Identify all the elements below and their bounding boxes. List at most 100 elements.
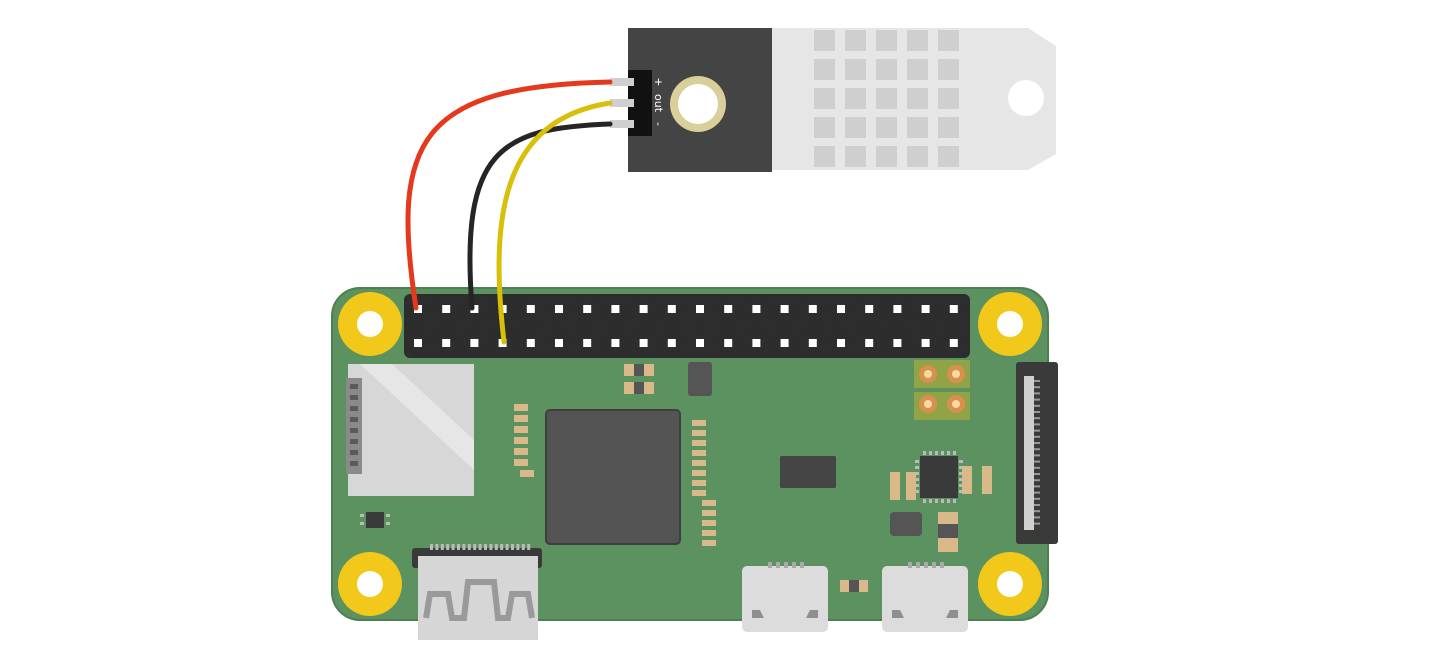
sensor-vent — [814, 146, 835, 167]
sensor-vent — [845, 146, 866, 167]
gpio-pin — [780, 339, 789, 347]
sensor-vent — [814, 59, 835, 80]
gpio-pin — [526, 339, 535, 347]
gpio-pin — [442, 339, 451, 347]
gpio-pin — [583, 305, 592, 313]
gpio-pin — [667, 339, 676, 347]
sensor-vent — [845, 88, 866, 109]
gpio-pin — [667, 305, 676, 313]
micro-sd-slot — [346, 364, 474, 496]
gpio-pin — [837, 305, 845, 313]
sensor-vent — [907, 30, 928, 51]
gpio-pin — [752, 339, 761, 347]
mount-hole-bottom-left — [338, 552, 402, 616]
gpio-pin — [526, 305, 535, 313]
gpio-pin — [893, 339, 902, 347]
capacitor-vertical — [938, 512, 958, 552]
sensor-vent — [814, 88, 835, 109]
sensor-vent — [876, 59, 897, 80]
mount-hole-top-left — [338, 292, 402, 356]
mount-hole-top-right — [978, 292, 1042, 356]
sensor-vent — [814, 117, 835, 138]
main-soc-chip — [545, 409, 681, 545]
pin-label-out: out — [652, 94, 665, 113]
sensor-vent — [845, 117, 866, 138]
sensor-vent — [907, 88, 928, 109]
gpio-pin — [555, 339, 563, 347]
gpio-pin — [724, 305, 733, 313]
pin-label-minus: - — [652, 122, 665, 126]
dht-sensor-module: + out - — [610, 28, 1056, 172]
sensor-vent — [907, 146, 928, 167]
gpio-pin — [555, 305, 563, 313]
gpio-pin — [921, 305, 930, 313]
small-ic-bottom-left — [360, 512, 390, 528]
small-resistors-right — [890, 466, 992, 500]
gpio-pin — [442, 305, 451, 313]
sensor-vent — [938, 88, 959, 109]
sensor-vent — [876, 88, 897, 109]
gpio-pin — [921, 339, 930, 347]
power-management-chip — [915, 451, 963, 503]
sensor-pin-out — [610, 99, 634, 107]
gpio-pin — [611, 339, 620, 347]
pin-label-plus: + — [652, 77, 665, 86]
gpio-pin — [696, 305, 704, 313]
sensor-mount-hole-inner — [678, 84, 718, 124]
crystal-component — [688, 362, 712, 396]
vcc-wire — [405, 79, 613, 311]
gpio-pin — [865, 305, 874, 313]
gpio-pin — [808, 305, 817, 313]
sensor-vent — [938, 117, 959, 138]
gpio-pin — [414, 339, 422, 347]
sensor-vent — [845, 59, 866, 80]
camera-connector — [1016, 362, 1058, 544]
capacitor-pair-top — [624, 364, 654, 394]
gpio-pin — [893, 305, 902, 313]
raspberry-pi-zero-board — [331, 287, 1058, 640]
gpio-pin — [780, 305, 789, 313]
sensor-vent — [845, 30, 866, 51]
mini-hdmi-port — [412, 544, 542, 640]
usb-controller-chip — [780, 456, 836, 488]
sensor-pin-minus — [610, 120, 634, 128]
micro-usb-port-power — [882, 562, 968, 632]
gpio-pin — [808, 339, 817, 347]
sensor-vent — [876, 117, 897, 138]
run-pads — [914, 360, 970, 420]
sensor-vent — [876, 146, 897, 167]
gpio-pin — [696, 339, 704, 347]
gpio-pin — [583, 339, 592, 347]
sensor-vent — [907, 59, 928, 80]
sensor-vent — [938, 146, 959, 167]
gpio-pin — [470, 305, 479, 313]
passive-components-right — [692, 420, 716, 546]
sensor-vent — [814, 30, 835, 51]
sensor-vent-grid — [814, 30, 959, 167]
inductor-component — [890, 512, 922, 536]
gpio-pin — [752, 305, 761, 313]
data-wire — [496, 100, 613, 345]
gpio-pin — [724, 339, 733, 347]
sensor-vent — [907, 117, 928, 138]
sensor-vent — [938, 30, 959, 51]
gpio-pin — [639, 339, 648, 347]
gpio-pin — [949, 339, 958, 347]
sensor-vent — [876, 30, 897, 51]
gpio-pin — [837, 339, 845, 347]
ground-wire — [467, 121, 613, 311]
gpio-pin — [470, 339, 479, 347]
sensor-tab-hole — [1008, 80, 1044, 116]
gpio-pin — [611, 305, 620, 313]
resistor-between-usb — [840, 580, 868, 592]
passive-components-left — [514, 404, 534, 477]
jumper-wires — [405, 79, 613, 345]
gpio-pin — [949, 305, 958, 313]
mount-hole-bottom-right — [978, 552, 1042, 616]
micro-usb-port-data — [742, 562, 828, 632]
gpio-pin — [865, 339, 874, 347]
sensor-pin-plus — [610, 78, 634, 86]
sensor-vent — [938, 59, 959, 80]
gpio-pin — [639, 305, 648, 313]
